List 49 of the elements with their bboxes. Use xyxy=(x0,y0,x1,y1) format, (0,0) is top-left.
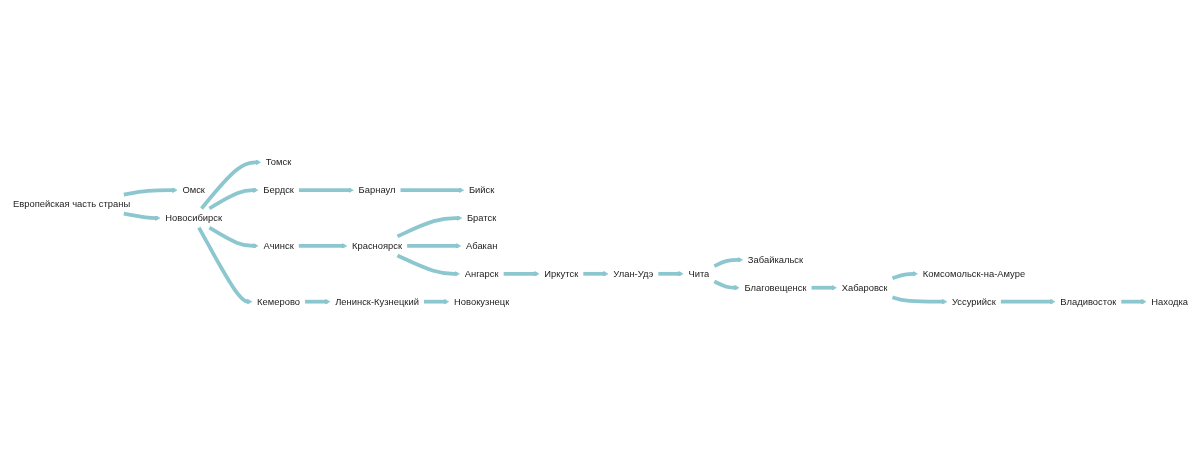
arrow xyxy=(123,211,161,221)
node-text: Благовещенск xyxy=(744,281,807,293)
node-text: Владивосток xyxy=(1060,295,1117,307)
arrow xyxy=(423,298,450,305)
node-text: Кемерово xyxy=(257,295,301,307)
node-text: Забайкальск xyxy=(747,254,804,265)
node-text: Чита xyxy=(688,268,710,279)
node-text: Ачинск xyxy=(263,240,294,251)
arrow xyxy=(208,187,259,211)
arrow xyxy=(713,279,740,291)
arrow xyxy=(407,243,462,249)
node-text: Новосибирск xyxy=(165,212,223,223)
arrow xyxy=(583,271,609,277)
node-text: Томск xyxy=(265,156,292,168)
node-text: Бийск xyxy=(468,184,495,196)
arrow xyxy=(1000,298,1056,305)
arrow xyxy=(298,243,348,249)
arrow xyxy=(208,226,259,249)
node-text: Братск xyxy=(466,212,497,223)
node-text: Ленинск-Кузнецкий xyxy=(335,295,419,307)
node-text: Ангарск xyxy=(464,268,499,279)
node-text: Бердск xyxy=(263,184,294,196)
node-text: Хабаровск xyxy=(841,281,888,293)
node-text: Омск xyxy=(182,184,205,196)
node-text: Комсомольск-на-Амуре xyxy=(922,268,1026,279)
node-text: Барнаул xyxy=(358,184,396,196)
arrow xyxy=(658,271,684,277)
arrow xyxy=(396,253,460,277)
arrow xyxy=(396,215,463,239)
arrow xyxy=(197,226,253,305)
arrow xyxy=(503,271,540,277)
node-text: Находка xyxy=(1151,295,1188,307)
node-text: Красноярск xyxy=(351,240,403,251)
arrow xyxy=(305,298,331,305)
node-text: Новокузнецк xyxy=(454,295,510,307)
arrow xyxy=(123,187,178,197)
arrow xyxy=(298,187,354,193)
arrow xyxy=(1121,298,1147,305)
arrow xyxy=(811,285,837,291)
arrow xyxy=(400,187,465,193)
node-text: Уссурийск xyxy=(952,295,996,307)
node-text: Европейская часть страны xyxy=(13,198,131,209)
arrow xyxy=(891,271,918,280)
node-text: Абакан xyxy=(465,240,498,251)
arrow xyxy=(891,295,948,305)
arrow xyxy=(200,159,262,210)
node-text: Иркутск xyxy=(544,268,579,279)
arrow xyxy=(713,257,744,268)
node-text: Улан-Удэ xyxy=(613,268,654,279)
